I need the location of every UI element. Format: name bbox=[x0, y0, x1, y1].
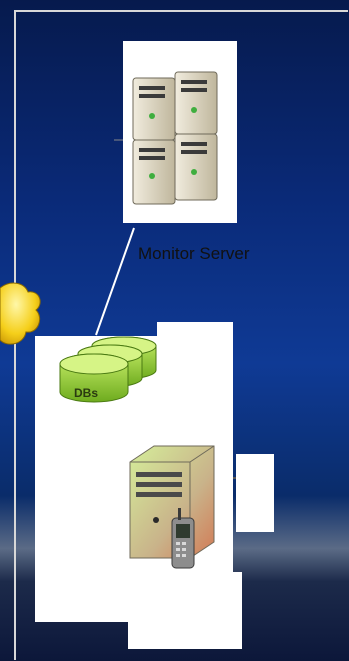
side-box bbox=[236, 454, 274, 532]
server-with-phone-icon bbox=[129, 445, 215, 569]
cloud-icon bbox=[0, 282, 41, 345]
monitor-server-label: Monitor Server bbox=[138, 244, 250, 263]
database-icon bbox=[59, 336, 157, 403]
bottom-box bbox=[128, 572, 242, 649]
databases-label: DBs bbox=[74, 386, 99, 400]
server-rack-icon bbox=[132, 71, 218, 205]
